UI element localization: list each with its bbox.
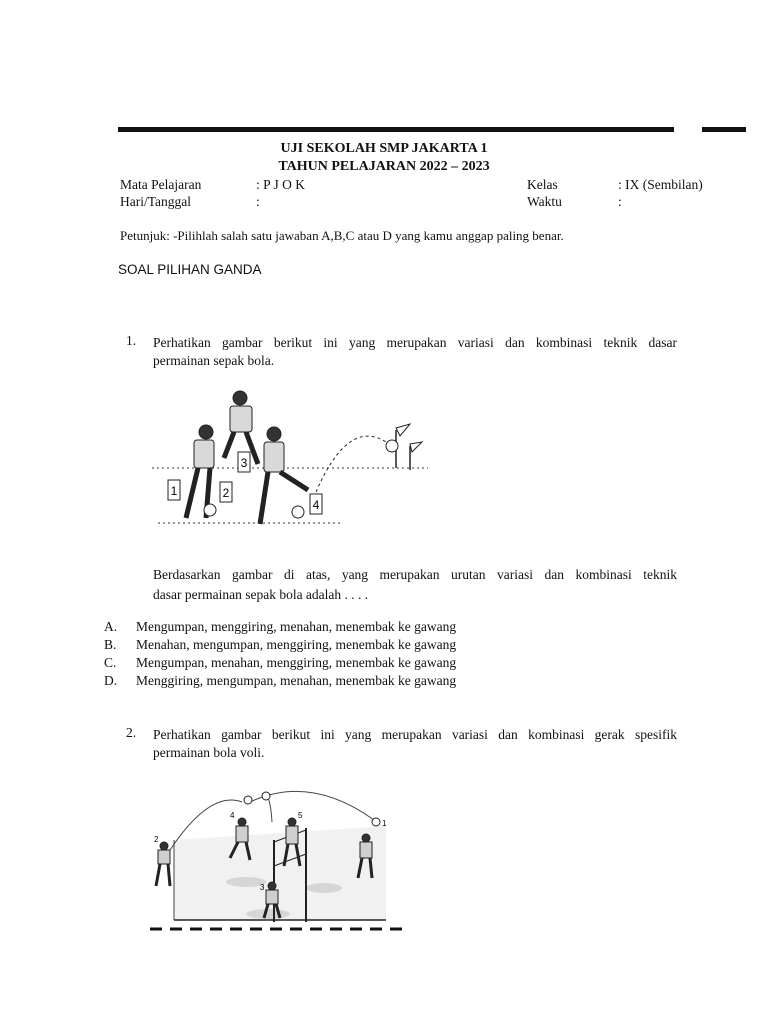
class-value: : IX (Sembilan) <box>618 177 703 192</box>
figure-label-2: 2 <box>154 835 159 844</box>
time-label: Waktu <box>527 194 562 209</box>
option-letter: A. <box>104 619 118 634</box>
time-value: : <box>618 194 622 209</box>
date-label: Hari/Tanggal <box>120 194 192 209</box>
question-1-number: 1. <box>126 333 137 348</box>
option-letter: D. <box>104 673 118 688</box>
header-rule <box>118 127 674 132</box>
figure-label-3: 3 <box>241 456 248 470</box>
option-text: Menggiring, mengumpan, menahan, menembak… <box>136 673 457 688</box>
figure-label-4: 4 <box>230 811 235 820</box>
player-figure-4 <box>282 817 302 867</box>
figure-label-4: 4 <box>313 498 320 512</box>
figure-label-1: 1 <box>171 484 178 498</box>
class-label: Kelas <box>527 177 558 192</box>
option-a[interactable]: A. Mengumpan, menggiring, menahan, menemb… <box>104 619 456 635</box>
player-figure-2 <box>183 424 215 519</box>
header-rule-end <box>702 127 746 132</box>
question-1-followup-line2: dasar permainan sepak bola adalah . . . … <box>153 587 369 602</box>
player-figure-1 <box>221 390 261 465</box>
figure-label-5: 5 <box>298 811 303 820</box>
date-value: : <box>256 194 260 209</box>
soccer-figure: 1 2 3 4 <box>152 390 428 525</box>
option-text: Mengumpan, menggiring, menahan, menembak… <box>136 619 457 634</box>
school-title: UJI SEKOLAH SMP JAKARTA 1 <box>280 141 488 156</box>
figure-label-3: 3 <box>260 883 265 892</box>
question-1-text-line1: Perhatikan gambar berikut ini yang merup… <box>153 335 677 350</box>
subject-label: Mata Pelajaran <box>120 177 202 192</box>
figure-label-1: 1 <box>382 819 387 828</box>
question-2-text-line1: Perhatikan gambar berikut ini yang merup… <box>153 727 677 742</box>
figure-label-2: 2 <box>223 486 230 500</box>
section-title: SOAL PILIHAN GANDA <box>118 262 262 277</box>
player-figure-5 <box>356 833 374 879</box>
question-1-followup-line1: Berdasarkan gambar di atas, yang merupak… <box>153 567 677 582</box>
question-2-text-line2: permainan bola voli. <box>153 745 265 760</box>
option-letter: C. <box>104 655 117 670</box>
player-figure-3 <box>262 881 282 919</box>
volleyball-figure: 1 2 3 4 5 <box>154 791 387 922</box>
instruction: Petunjuk: -Pilihlah salah satu jawaban A… <box>120 228 564 243</box>
subject-value: : P J O K <box>256 177 306 192</box>
option-text: Mengumpan, menahan, menggiring, menembak… <box>136 655 457 670</box>
player-figure-2 <box>228 817 252 861</box>
player-figure-1 <box>154 841 172 887</box>
academic-year: TAHUN PELAJARAN 2022 – 2023 <box>278 159 490 174</box>
question-1-text-line2: permainan sepak bola. <box>153 353 275 368</box>
option-letter: B. <box>104 637 117 652</box>
option-d[interactable]: D. Menggiring, mengumpan, menahan, menemb… <box>104 673 456 689</box>
player-figure-3 <box>257 426 310 525</box>
page-footer-dashes <box>150 927 410 931</box>
question-2-number: 2. <box>126 725 137 740</box>
option-text: Menahan, mengumpan, menggiring, menembak… <box>136 637 457 652</box>
option-c[interactable]: C. Mengumpan, menahan, menggiring, menemb… <box>104 655 456 671</box>
option-b[interactable]: B. Menahan, mengumpan, menggiring, menemb… <box>104 637 456 653</box>
